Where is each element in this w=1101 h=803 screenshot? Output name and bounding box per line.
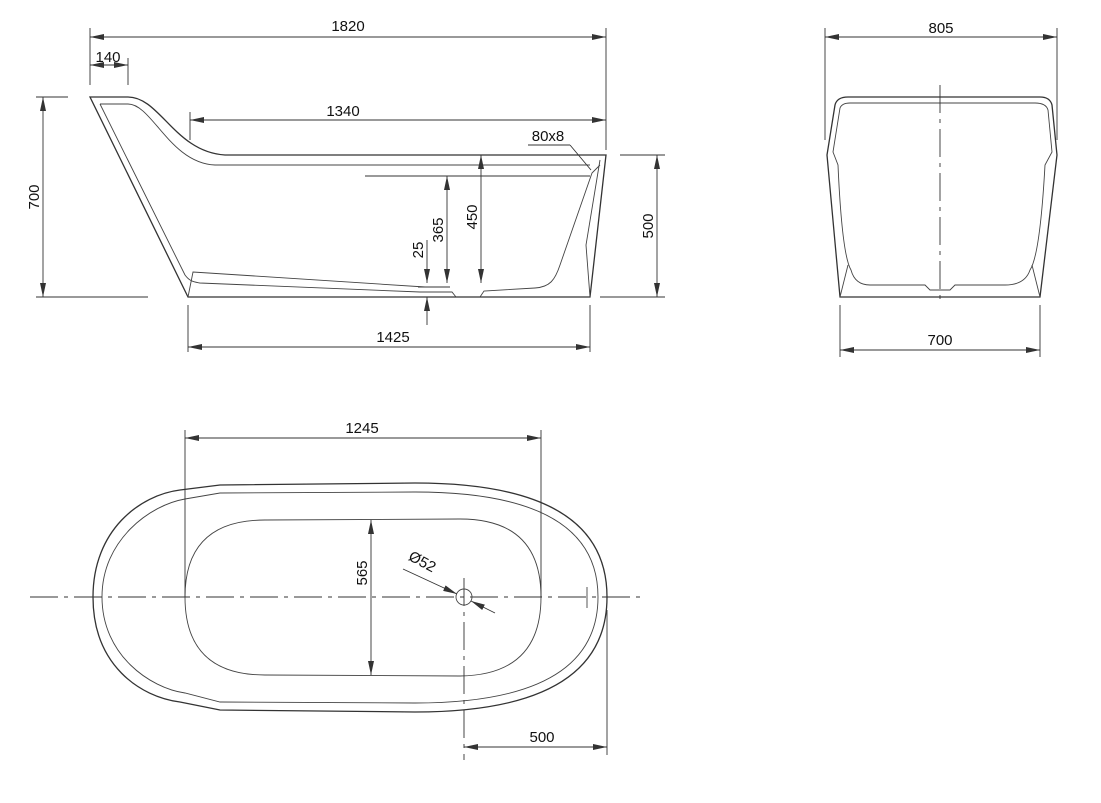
dim-inner-depth: 450 — [464, 204, 481, 229]
dim-rim-length: 1340 — [326, 103, 359, 120]
dim-top-width: 805 — [928, 20, 953, 37]
dim-drain-to-end: 500 — [529, 729, 554, 746]
side-inner-line — [100, 103, 590, 166]
dim-drain-diameter: Ø52 — [406, 548, 439, 576]
dim-basin-width: 565 — [354, 560, 371, 585]
dim-overall-height: 700 — [26, 184, 43, 209]
dim-headrest-offset: 140 — [95, 49, 120, 66]
dim-basin-length: 1245 — [345, 420, 378, 437]
dim-overflow-height: 365 — [430, 217, 447, 242]
plan-view: 1245 565 Ø52 500 — [30, 420, 645, 760]
end-view: 805 700 — [824, 20, 1058, 357]
dim-base-length: 1425 — [376, 329, 409, 346]
dim-drain-recess: 25 — [410, 242, 427, 259]
dim-rim-height: 500 — [640, 213, 657, 238]
drain-circle — [455, 588, 473, 606]
side-view: 1820 140 700 1340 80x8 365 450 25 500 14… — [26, 18, 665, 352]
dim-overflow-size: 80x8 — [532, 128, 565, 145]
side-outline — [88, 96, 607, 298]
dim-base-width: 700 — [927, 332, 952, 349]
dim-overall-length: 1820 — [331, 18, 364, 35]
